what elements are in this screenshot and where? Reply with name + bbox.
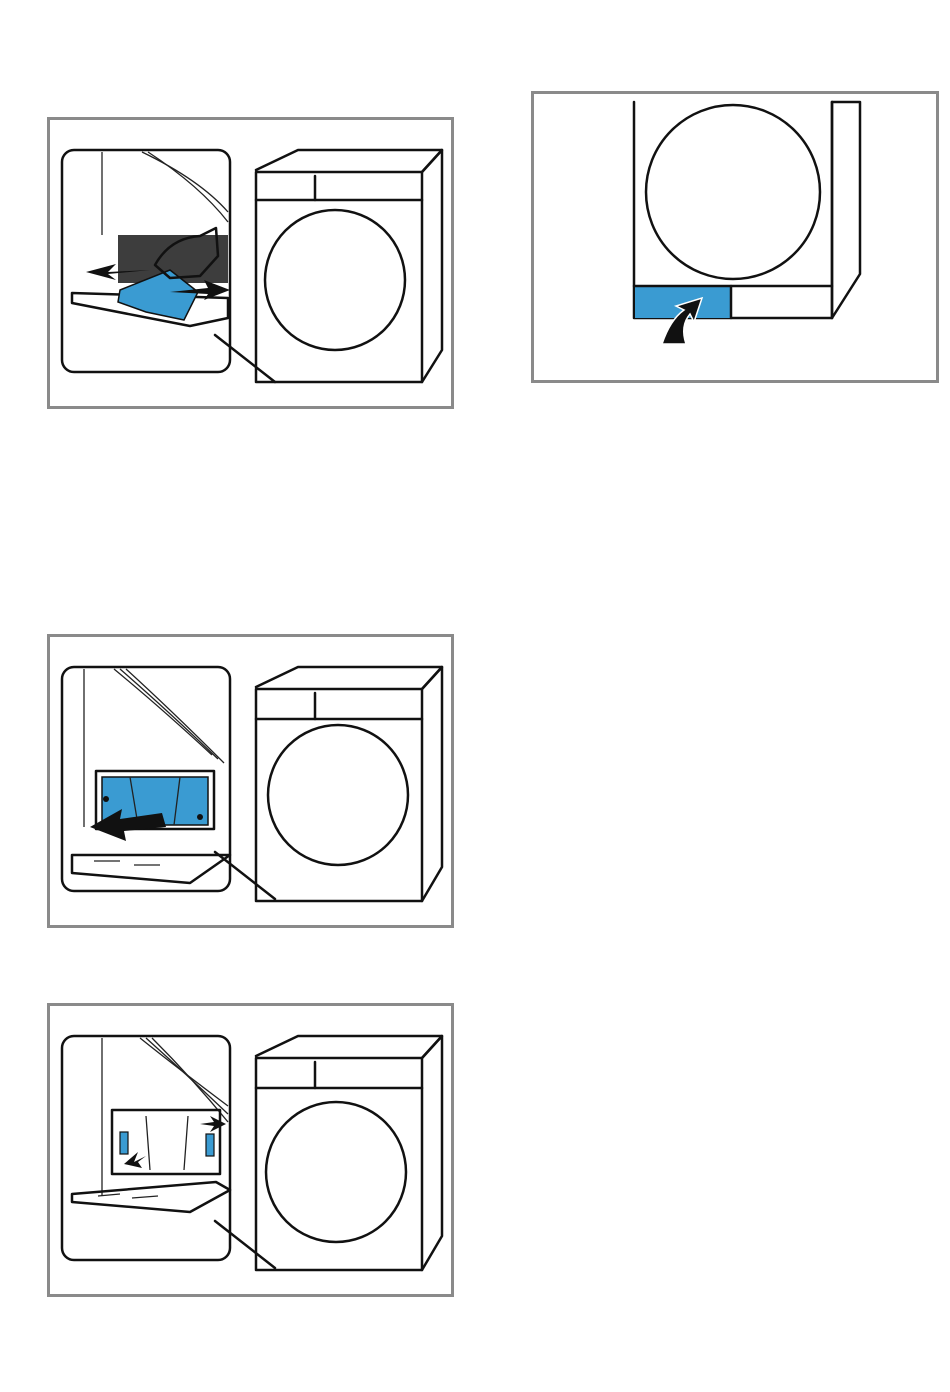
dryer-plinth-flap-open-illustration <box>534 94 936 380</box>
figure-heat-exchanger-insert <box>47 634 454 928</box>
figure-heat-exchanger-locking <box>47 1003 454 1297</box>
dryer-heat-exchanger-lock-levers-illustration <box>50 1006 451 1294</box>
dryer-heat-exchanger-insert-illustration <box>50 637 451 925</box>
figure-fluff-removal <box>47 117 454 409</box>
figure-flap-open <box>531 91 939 383</box>
dryer-fluff-filter-removal-illustration <box>50 120 451 406</box>
